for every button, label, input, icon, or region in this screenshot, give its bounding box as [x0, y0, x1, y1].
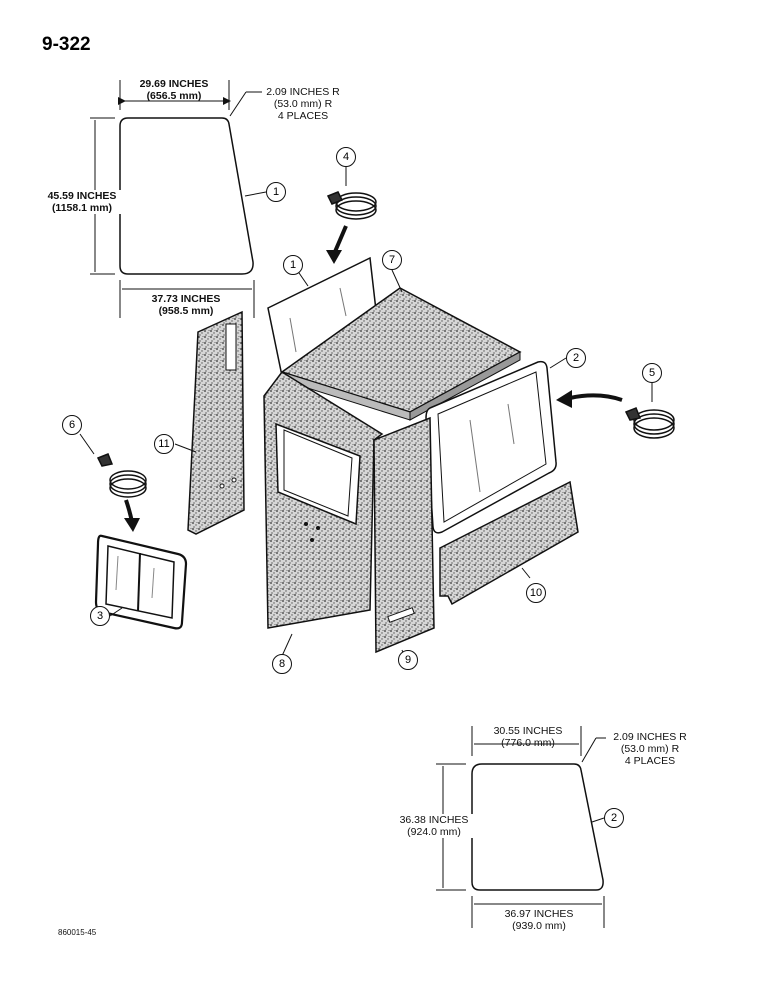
glass-1-height: 45.59 INCHES (1158.1 mm): [42, 190, 122, 214]
glass-1-radius-mm: (53.0 mm) R: [273, 98, 333, 110]
sliding-window-assembly: [94, 534, 188, 630]
glass-1-radius-places: 4 PLACES: [277, 110, 329, 122]
callout-1-rear-glass: 1: [283, 255, 303, 275]
corner-post-panel: [373, 416, 435, 654]
callout-2-front-glass: 2: [566, 348, 586, 368]
glass-1-height-in: 45.59 INCHES: [47, 190, 117, 202]
glass-1-outline: [119, 117, 254, 275]
callout-6-weatherstrip: 6: [62, 415, 82, 435]
glass-1-height-mm: (1158.1 mm): [51, 202, 113, 214]
callout-9-corner-panel: 9: [398, 650, 418, 670]
glass-2-radius-mm: (53.0 mm) R: [620, 743, 680, 755]
glass-1-radius-in: 2.09 INCHES R: [266, 86, 340, 98]
glass-1-top-width: 29.69 INCHES (656.5 mm): [124, 78, 224, 102]
glass-2-height-mm: (924.0 mm): [407, 826, 461, 838]
glass-2-height: 36.38 INCHES (924.0 mm): [394, 814, 474, 838]
callout-7-roof: 7: [382, 250, 402, 270]
callout-10-lower-panel: 10: [526, 583, 546, 603]
glass-2-bottom-width: 36.97 INCHES (939.0 mm): [484, 908, 594, 932]
glass-2-radius-in: 2.09 INCHES R: [613, 731, 687, 743]
glass-2-top-width: 30.55 INCHES (776.0 mm): [478, 725, 578, 749]
callout-2-glass-detail: 2: [604, 808, 624, 828]
callout-11-trim-panel: 11: [154, 434, 174, 454]
callout-1-glass-detail: 1: [266, 182, 286, 202]
callout-4-weatherstrip: 4: [336, 147, 356, 167]
glass-1-bottom-width-in: 37.73 INCHES: [151, 293, 221, 305]
lower-front-panel: [439, 480, 579, 606]
install-arrows: [124, 225, 623, 532]
roof-panel: [280, 287, 522, 421]
glass-2-dimension-lines: [436, 726, 606, 928]
glass-1-radius: 2.09 INCHES R (53.0 mm) R 4 PLACES: [258, 86, 348, 122]
weatherstrip-coil-6: [96, 453, 147, 498]
glass-2-bottom-width-mm: (939.0 mm): [512, 920, 566, 932]
glass-2-height-in: 36.38 INCHES: [399, 814, 469, 826]
glass-2-bottom-width-in: 36.97 INCHES: [504, 908, 574, 920]
weatherstrip-coil-4: [326, 191, 377, 220]
callout-8-side-panel: 8: [272, 654, 292, 674]
glass-1-bottom-width: 37.73 INCHES (958.5 mm): [130, 293, 242, 317]
glass-1-top-width-in: 29.69 INCHES: [139, 78, 209, 90]
rear-trim-panel: [187, 310, 245, 535]
page-number: 9-322: [42, 34, 91, 55]
left-side-panel: [263, 371, 384, 629]
glass-2-top-width-mm: (776.0 mm): [501, 737, 555, 749]
glass-2-top-width-in: 30.55 INCHES: [493, 725, 563, 737]
glass-1-bottom-width-mm: (958.5 mm): [158, 305, 214, 317]
callout-leaders: [79, 166, 653, 661]
glass-2-radius-places: 4 PLACES: [624, 755, 676, 767]
front-glass-panel: [425, 360, 557, 534]
glass-1-top-width-mm: (656.5 mm): [146, 90, 202, 102]
glass-2-outline: [471, 763, 604, 891]
weatherstrip-coil-5: [624, 407, 675, 439]
callout-3-sliding-window: 3: [90, 606, 110, 626]
reference-code: 860015-45: [58, 928, 97, 937]
callout-5-weatherstrip: 5: [642, 363, 662, 383]
glass-2-radius: 2.09 INCHES R (53.0 mm) R 4 PLACES: [600, 731, 700, 767]
